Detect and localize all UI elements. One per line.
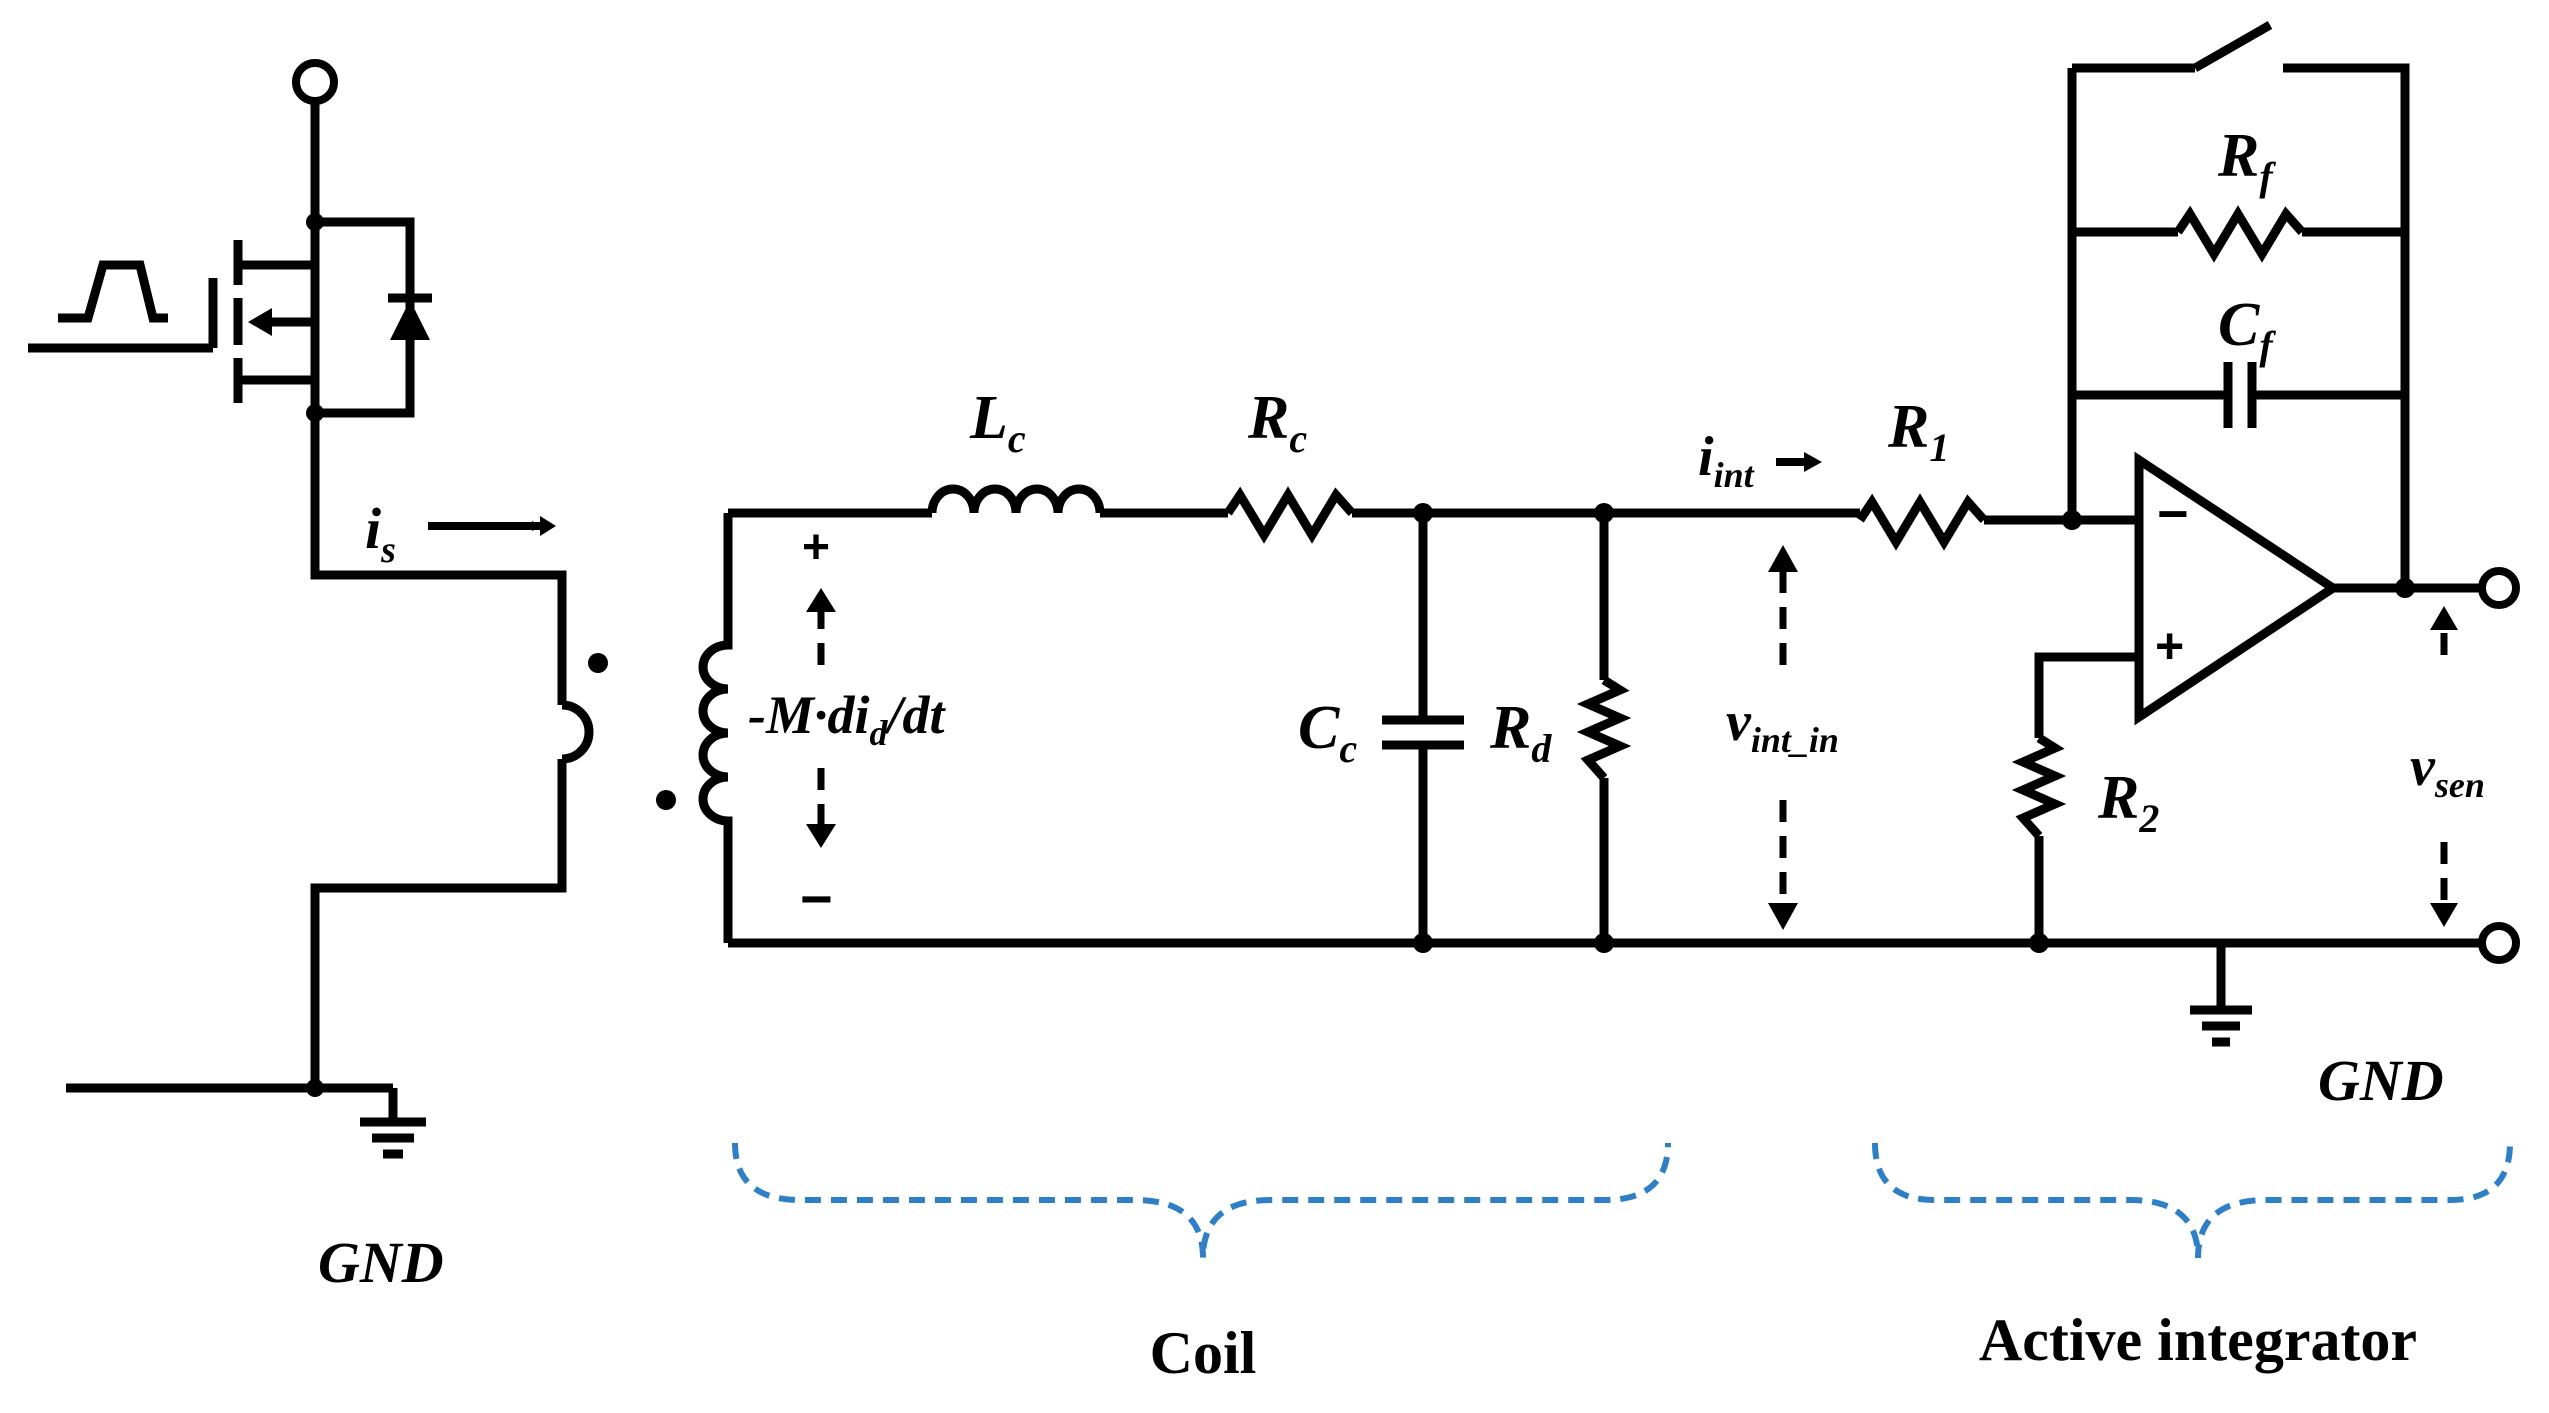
junction-dot: [2062, 510, 2082, 530]
vsen-arrowhead-up: [2430, 606, 2458, 630]
resistor-r2: [2011, 734, 2067, 839]
capacitor-cf-plates: [2223, 362, 2257, 428]
junction-dot: [2029, 933, 2049, 953]
integrator-caption: Active integrator: [1979, 1307, 2417, 1373]
dot-marker-primary: [588, 653, 608, 673]
secondary-coil: [698, 513, 733, 943]
opamp-triangle: [2134, 451, 2342, 726]
label-vsen: vsen: [2410, 736, 2485, 805]
capacitor-cc-plates: [1382, 715, 1464, 750]
plus-sign: +: [802, 521, 830, 574]
junction-dot: [306, 213, 324, 231]
gnd-label-right: GND: [2318, 1048, 2444, 1113]
gnd-label-left: GND: [318, 1230, 444, 1295]
label-rf: Rf: [2217, 122, 2276, 199]
junction-dot: [2395, 578, 2415, 598]
noninv-wire: [2034, 652, 2139, 738]
emf-label: -M·did/dt: [748, 685, 947, 753]
label-r1: R1: [1887, 393, 1949, 470]
body-arrow: [248, 308, 272, 336]
label-cf: Cf: [2218, 291, 2276, 368]
label-is: is: [365, 496, 396, 571]
ground-symbol-icon: [315, 1083, 426, 1159]
junction-dot: [1594, 933, 1614, 953]
vint-arrowhead-down: [1768, 903, 1798, 930]
integrator-brace: [1872, 1142, 2513, 1259]
current-arrowhead-is: [540, 516, 556, 536]
ground-symbol-icon: [2190, 1005, 2252, 1047]
mosfet-switch: is GND: [28, 59, 594, 1295]
vsen-arrowhead-down: [2430, 903, 2458, 927]
coil-caption: Coil: [1150, 1320, 1257, 1386]
coil-brace: [732, 1142, 1671, 1259]
opamp-plus-sign: +: [2155, 618, 2184, 674]
label-iint: iint: [1698, 426, 1755, 495]
current-arrowhead-iint: [1804, 452, 1822, 472]
resistor-rd: [1576, 676, 1632, 781]
switch-blade: [2192, 21, 2273, 72]
junction-dot: [1594, 503, 1614, 523]
switch-right-wire: [2283, 63, 2410, 587]
junction-dot: [1413, 503, 1433, 523]
primary-coil: [561, 700, 594, 764]
dot-marker-secondary: [656, 790, 676, 810]
minus-sign: −: [800, 867, 833, 930]
resistor-rf: [2174, 205, 2306, 263]
integrator-input: iint vint_in: [1698, 426, 1839, 930]
drain-branch: [315, 217, 415, 418]
active-integrator: − + Rf Cf R1 R2 vsen GND: [1856, 21, 2520, 1113]
label-rc: Rc: [1247, 384, 1307, 461]
primary-wire: [310, 413, 567, 705]
resistor-rc: [1224, 486, 1356, 544]
label-lc: Lc: [969, 384, 1026, 461]
resistor-r1: [1856, 493, 1988, 551]
supply-terminal: [292, 59, 338, 105]
label-vint-in: vint_in: [1726, 691, 1839, 760]
output-terminal: [2478, 567, 2520, 609]
label-r2: R2: [2097, 764, 2159, 841]
inductor-lc: [927, 484, 1105, 514]
vint-arrowhead-up: [1768, 545, 1798, 572]
ground-terminal: [2478, 922, 2520, 964]
label-rd: Rd: [1489, 694, 1552, 771]
opamp-minus-sign: −: [2157, 484, 2189, 544]
diode-triangle: [390, 300, 430, 340]
emf-arrowhead-up: [806, 588, 836, 612]
junction-dot: [1413, 933, 1433, 953]
emf-arrowhead-down: [806, 824, 836, 848]
coil-model: + − -M·did/dt Lc Rc Cc Rd: [698, 384, 2481, 953]
gate-pulse-icon: [58, 260, 168, 323]
primary-return: [310, 759, 567, 1088]
label-cc: Cc: [1298, 694, 1357, 771]
